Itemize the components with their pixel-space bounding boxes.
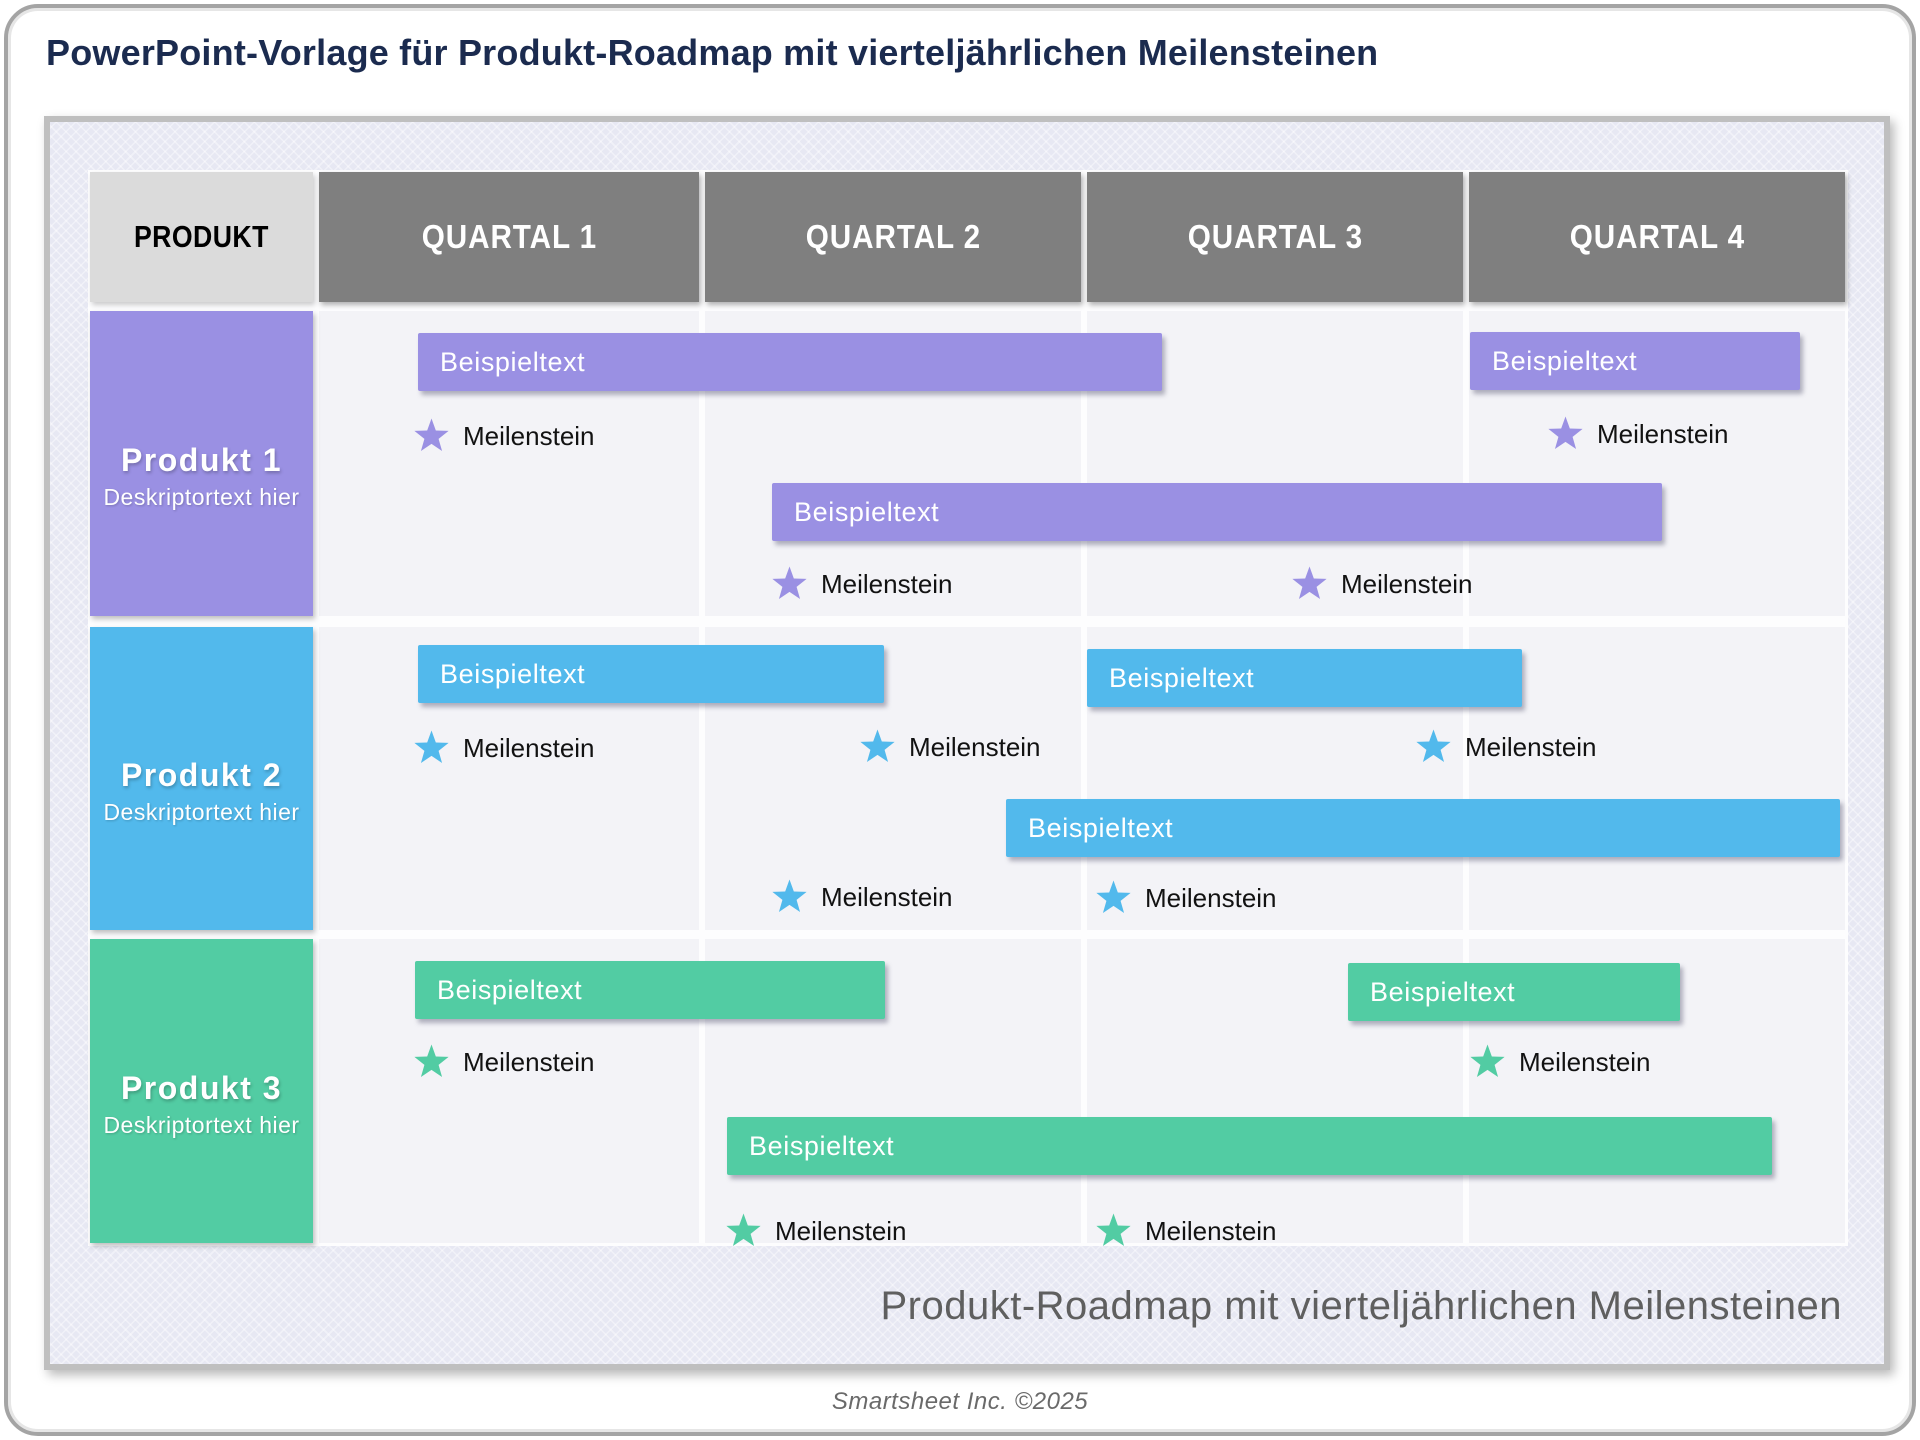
quarter-header-cell: QUARTAL 2 [705, 172, 1081, 302]
roadmap-bar: Beispieltext [1006, 799, 1840, 857]
milestone-star-icon [1096, 880, 1131, 913]
milestone: Meilenstein [771, 879, 953, 916]
roadmap-bar: Beispieltext [1348, 963, 1680, 1021]
quarter-cell [1469, 627, 1845, 930]
milestone-label: Meilenstein [1341, 569, 1473, 599]
milestone-star-icon [1096, 1213, 1131, 1246]
milestone: Meilenstein [771, 566, 953, 603]
milestone-star-icon [726, 1213, 761, 1246]
bar-label: Beispieltext [794, 496, 940, 527]
product-header-cell: PRODUKT [90, 172, 313, 302]
milestone: Meilenstein [1095, 880, 1277, 917]
roadmap-bar: Beispieltext [727, 1117, 1772, 1175]
milestone-label: Meilenstein [463, 1047, 595, 1077]
milestone-star-icon [1470, 1044, 1505, 1077]
milestone-label: Meilenstein [821, 569, 953, 599]
roadmap-bar: Beispieltext [1470, 332, 1800, 390]
milestone-label: Meilenstein [1597, 419, 1729, 449]
milestone: Meilenstein [1095, 1213, 1277, 1250]
milestone-label: Meilenstein [821, 882, 953, 912]
milestone-label: Meilenstein [1145, 1216, 1277, 1246]
quarter-header-cell: QUARTAL 3 [1087, 172, 1463, 302]
quarter-header-cell: QUARTAL 1 [319, 172, 699, 302]
milestone-star-icon [414, 418, 449, 451]
milestone-star-icon [860, 729, 895, 762]
milestone-star-icon [1292, 566, 1327, 599]
product-descriptor: Deskriptortext hier [103, 484, 300, 510]
bar-label: Beispieltext [1028, 812, 1174, 843]
milestone: Meilenstein [413, 730, 595, 767]
bar-label: Beispieltext [749, 1130, 895, 1161]
bar-label: Beispieltext [1370, 976, 1516, 1007]
quarter-header-label: QUARTAL 3 [1187, 218, 1363, 255]
roadmap-bar: Beispieltext [418, 645, 884, 703]
product-header-label: PRODUKT [134, 219, 269, 254]
milestone: Meilenstein [413, 418, 595, 455]
milestone-label: Meilenstein [775, 1216, 907, 1246]
roadmap-bar: Beispieltext [772, 483, 1662, 541]
roadmap-bar: Beispieltext [1087, 649, 1522, 707]
product-row-label: Produkt 1 Deskriptortext hier [90, 311, 313, 616]
page-title: PowerPoint-Vorlage für Produkt-Roadmap m… [46, 32, 1379, 73]
product-row-label: Produkt 3 Deskriptortext hier [90, 939, 313, 1243]
roadmap-bar: Beispieltext [418, 333, 1162, 391]
milestone: Meilenstein [1415, 729, 1597, 766]
milestone: Meilenstein [1547, 416, 1729, 453]
quarter-header-label: QUARTAL 4 [1569, 218, 1745, 255]
milestone-label: Meilenstein [1465, 732, 1597, 762]
milestone-star-icon [1548, 416, 1583, 449]
footer-credit: Smartsheet Inc. ©2025 [831, 1388, 1089, 1415]
product-name: Produkt 3 [120, 1069, 283, 1106]
quarter-header-label: QUARTAL 1 [421, 218, 597, 255]
bar-label: Beispieltext [440, 658, 586, 689]
milestone-star-icon [414, 730, 449, 763]
milestone-star-icon [772, 566, 807, 599]
product-name: Produkt 2 [120, 757, 283, 793]
product-descriptor: Deskriptortext hier [103, 1111, 300, 1138]
milestone: Meilenstein [859, 729, 1041, 766]
product-descriptor: Deskriptortext hier [103, 799, 300, 825]
milestone-label: Meilenstein [1519, 1047, 1651, 1077]
milestone-star-icon [414, 1044, 449, 1077]
milestone-label: Meilenstein [463, 733, 595, 763]
milestone-label: Meilenstein [1145, 883, 1277, 913]
milestone-label: Meilenstein [463, 421, 595, 451]
milestone: Meilenstein [725, 1213, 907, 1250]
bar-label: Beispieltext [1492, 345, 1638, 376]
milestone: Meilenstein [413, 1044, 595, 1081]
product-row-label: Produkt 2 Deskriptortext hier [90, 627, 313, 930]
quarter-header-label: QUARTAL 2 [805, 218, 981, 255]
milestone-star-icon [1416, 729, 1451, 762]
product-name: Produkt 1 [120, 442, 283, 478]
milestone: Meilenstein [1469, 1044, 1651, 1081]
milestone: Meilenstein [1291, 566, 1473, 603]
quarter-header-cell: QUARTAL 4 [1469, 172, 1845, 302]
bar-label: Beispieltext [440, 346, 586, 377]
roadmap-caption: Produkt-Roadmap mit vierteljährlichen Me… [880, 1284, 1842, 1328]
bar-label: Beispieltext [437, 974, 583, 1005]
roadmap-bar: Beispieltext [415, 961, 885, 1019]
milestone-label: Meilenstein [909, 732, 1041, 762]
milestone-star-icon [772, 879, 807, 912]
bar-label: Beispieltext [1109, 662, 1255, 693]
